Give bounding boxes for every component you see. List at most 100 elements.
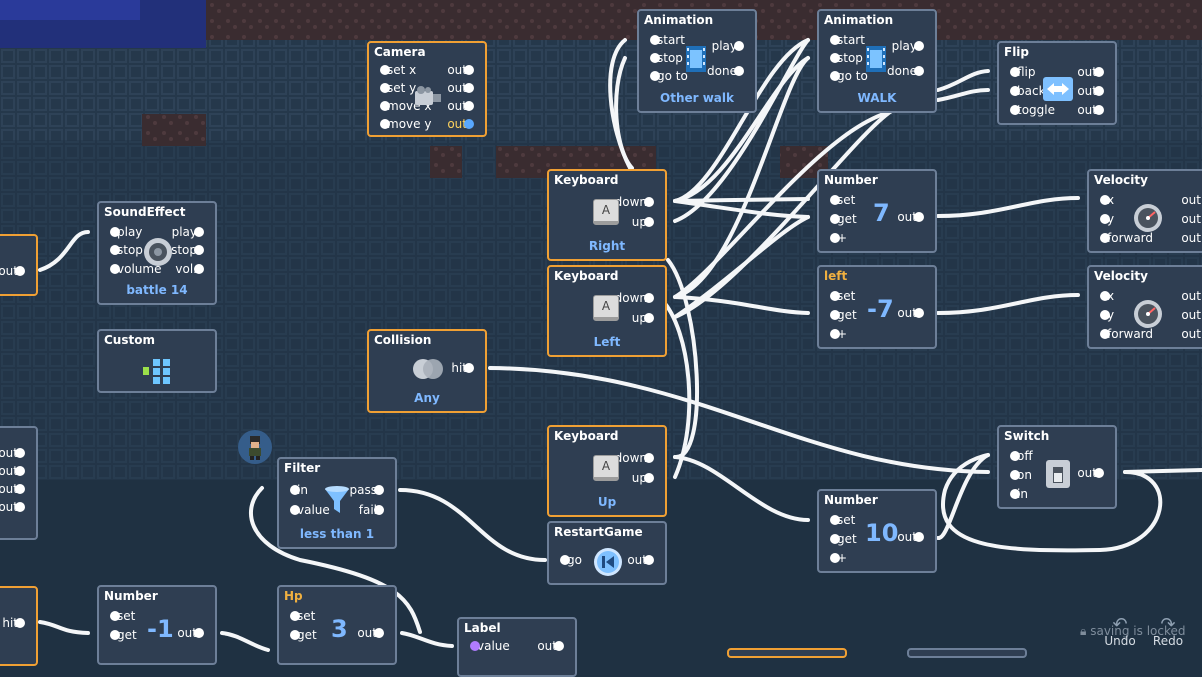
port-x[interactable]: x — [1100, 289, 1114, 303]
port-stop[interactable]: stop — [110, 243, 143, 257]
node-keyboard-right[interactable]: Keyboard down up A Right — [547, 169, 667, 261]
port-fail[interactable]: fail — [359, 503, 384, 517]
port-out[interactable]: out — [627, 553, 654, 567]
port-out[interactable]: out — [537, 639, 564, 653]
port-pass[interactable]: pass — [350, 483, 384, 497]
port-x[interactable]: x — [1100, 193, 1114, 207]
node-label[interactable]: Label value out — [457, 617, 577, 677]
redo-button[interactable]: ↷ Redo — [1148, 616, 1188, 649]
port-out-2[interactable]: out — [1077, 84, 1104, 98]
port-forward[interactable]: forward — [1100, 231, 1153, 245]
port-stop[interactable]: stop — [650, 51, 683, 65]
port-hit[interactable]: hit — [451, 361, 474, 375]
port-out-1[interactable]: out — [1077, 65, 1104, 79]
port-up[interactable]: up — [632, 215, 654, 229]
port-volume[interactable]: volume — [110, 262, 161, 276]
port-back[interactable]: back — [1010, 84, 1046, 98]
port-out[interactable]: out — [177, 626, 204, 640]
port-out-3[interactable]: out — [1181, 327, 1201, 341]
port-move-y[interactable]: move y — [380, 117, 431, 131]
port-out-2[interactable]: out — [447, 81, 474, 95]
port-out-1[interactable]: out — [447, 63, 474, 77]
port-y[interactable]: y — [1100, 212, 1114, 226]
port-value[interactable]: value — [290, 503, 330, 517]
port-get[interactable]: get — [830, 308, 857, 322]
port-out-3[interactable]: out — [1181, 231, 1201, 245]
port-set[interactable]: set — [830, 513, 855, 527]
node-animation-walk[interactable]: Animation start stop go to play done WAL… — [817, 9, 937, 113]
node-restartgame[interactable]: RestartGame go out — [547, 521, 667, 585]
port-out-3[interactable]: out — [0, 482, 25, 496]
node-switch[interactable]: Switch off on in out — [997, 425, 1117, 509]
port-out[interactable]: out — [897, 306, 924, 320]
port-plus[interactable]: + — [830, 551, 847, 565]
port-hit[interactable]: hit — [2, 616, 25, 630]
node-flip[interactable]: Flip flip back toggle out out out — [997, 41, 1117, 125]
port-flip[interactable]: flip — [1010, 65, 1036, 79]
port-set[interactable]: set — [110, 609, 135, 623]
port-out[interactable]: out — [357, 626, 384, 640]
node-keyboard-up[interactable]: Keyboard down up A Up — [547, 425, 667, 517]
port-set[interactable]: set — [290, 609, 315, 623]
port-out[interactable]: out — [897, 530, 924, 544]
port-play[interactable]: play — [110, 225, 142, 239]
node-soundeffect[interactable]: SoundEffect play stop volume play stop v… — [97, 201, 217, 305]
port-up[interactable]: up — [632, 471, 654, 485]
port-start[interactable]: start — [650, 33, 685, 47]
node-number-10[interactable]: Number set get + out 10 — [817, 489, 937, 573]
port-out-1[interactable]: out — [0, 446, 25, 460]
undo-button[interactable]: ↶ Undo — [1100, 616, 1140, 649]
port-set-y[interactable]: set y — [380, 81, 416, 95]
node-custom[interactable]: Custom — [97, 329, 217, 393]
port-get[interactable]: get — [830, 532, 857, 546]
port-done[interactable]: done — [887, 64, 924, 78]
port-plus[interactable]: + — [830, 327, 847, 341]
node-hp[interactable]: Hp set get out 3 — [277, 585, 397, 665]
node-number-7[interactable]: Number set get + out 7 — [817, 169, 937, 253]
node-velocity-1[interactable]: Velocity x y forward out out out — [1087, 169, 1202, 253]
port-value[interactable]: value — [470, 639, 510, 653]
port-toggle[interactable]: toggle — [1010, 103, 1055, 117]
port-out-2[interactable]: out — [1181, 212, 1201, 226]
port-stop[interactable]: stop — [830, 51, 863, 65]
node-keyboard-left[interactable]: Keyboard down up A Left — [547, 265, 667, 357]
node-left-a[interactable]: out — [0, 234, 38, 296]
port-off[interactable]: off — [1010, 449, 1033, 463]
node-animation-other-walk[interactable]: Animation start stop go to play done Oth… — [637, 9, 757, 113]
port-start[interactable]: start — [830, 33, 865, 47]
port-play[interactable]: play — [892, 39, 924, 53]
port-out[interactable]: out — [1077, 466, 1104, 480]
port-down[interactable]: down — [615, 291, 654, 305]
port-in[interactable]: in — [1010, 487, 1028, 501]
port-out-1[interactable]: out — [1181, 289, 1201, 303]
port-out-2[interactable]: out — [0, 464, 25, 478]
port-done[interactable]: done — [707, 64, 744, 78]
node-number-left[interactable]: left set get + out -7 — [817, 265, 937, 349]
port-out-4[interactable]: out — [447, 117, 474, 131]
node-number-neg1[interactable]: Number set get out -1 — [97, 585, 217, 665]
node-velocity-2[interactable]: Velocity x y forward out out out — [1087, 265, 1202, 349]
port-get[interactable]: get — [110, 628, 137, 642]
node-camera[interactable]: Camera set x set y move x move y out out… — [367, 41, 487, 137]
port-out-vol[interactable]: vol. — [175, 262, 204, 276]
port-y[interactable]: y — [1100, 308, 1114, 322]
port-down[interactable]: down — [615, 451, 654, 465]
port-forward[interactable]: forward — [1100, 327, 1153, 341]
port-plus[interactable]: + — [830, 231, 847, 245]
node-partial-bottom-2[interactable] — [907, 648, 1027, 658]
port-go-to[interactable]: go to — [830, 69, 868, 83]
port-play[interactable]: play — [712, 39, 744, 53]
port-out[interactable]: out — [897, 210, 924, 224]
port-get[interactable]: get — [290, 628, 317, 642]
port-out-2[interactable]: out — [1181, 308, 1201, 322]
node-left-c[interactable]: hit — [0, 586, 38, 666]
port-in[interactable]: in — [290, 483, 308, 497]
node-filter[interactable]: Filter in value pass fail less than 1 — [277, 457, 397, 549]
node-collision[interactable]: Collision hit Any — [367, 329, 487, 413]
port-set-x[interactable]: set x — [380, 63, 416, 77]
port-out-4[interactable]: out — [0, 500, 25, 514]
port-get[interactable]: get — [830, 212, 857, 226]
port-out-play[interactable]: play — [172, 225, 204, 239]
port-down[interactable]: down — [615, 195, 654, 209]
port-on[interactable]: on — [1010, 468, 1032, 482]
